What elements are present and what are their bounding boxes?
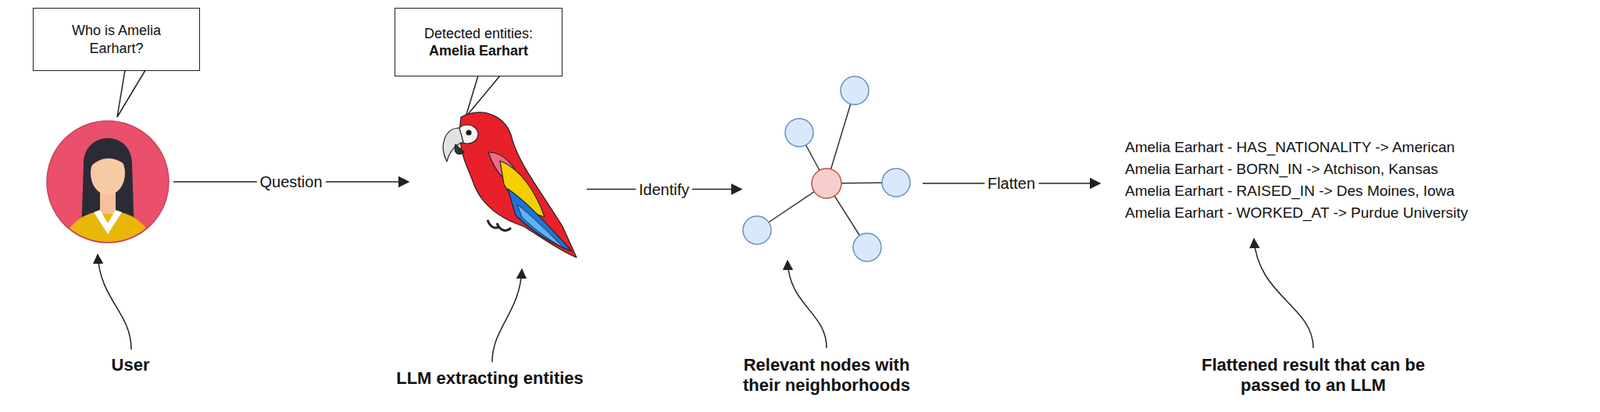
caption: User <box>75 355 186 376</box>
flattened-triples: Amelia Earhart - HAS_NATIONALITY -> Amer… <box>1101 136 1468 225</box>
edge-label: Identify <box>635 180 693 199</box>
edge-label: Flatten <box>984 175 1039 193</box>
triple-text: Amelia Earhart - WORKED_AT -> Purdue Uni… <box>1125 202 1468 225</box>
caption: Relevant nodes with their neighborhoods <box>728 355 925 397</box>
leader-arrows <box>97 239 1314 363</box>
bubble-tail <box>117 70 146 118</box>
bubble-text: Detected entities: <box>424 25 533 43</box>
user-avatar-figure <box>46 121 169 258</box>
bubble-tail <box>465 75 500 118</box>
user-avatar: User <box>46 121 169 243</box>
triple-text: Amelia Earhart - BORN_IN -> Atchison, Ka… <box>1125 158 1468 181</box>
caption: LLM extracting entities <box>360 368 619 390</box>
triple-text: Amelia Earhart - RAISED_IN -> Des Moines… <box>1125 180 1468 203</box>
speech-bubble: Who is Amelia Earhart? <box>32 7 200 72</box>
parrot-figure <box>442 112 577 258</box>
bubble-text: Who is Amelia Earhart? <box>42 21 190 58</box>
speech-bubble: Detected entities:Amelia Earhart <box>394 7 563 77</box>
caption: Flattened result that can be passed to a… <box>1192 355 1435 397</box>
edge-label: Question <box>256 173 325 192</box>
bubble-text: Amelia Earhart <box>428 42 529 61</box>
triple-text: Amelia Earhart - HAS_NATIONALITY -> Amer… <box>1125 136 1468 159</box>
graph-figure <box>742 76 911 262</box>
graph-neighborhood: Relevant nodes with their neighborhoods <box>742 109 918 258</box>
llm-parrot: LLM extracting entities <box>410 117 583 262</box>
